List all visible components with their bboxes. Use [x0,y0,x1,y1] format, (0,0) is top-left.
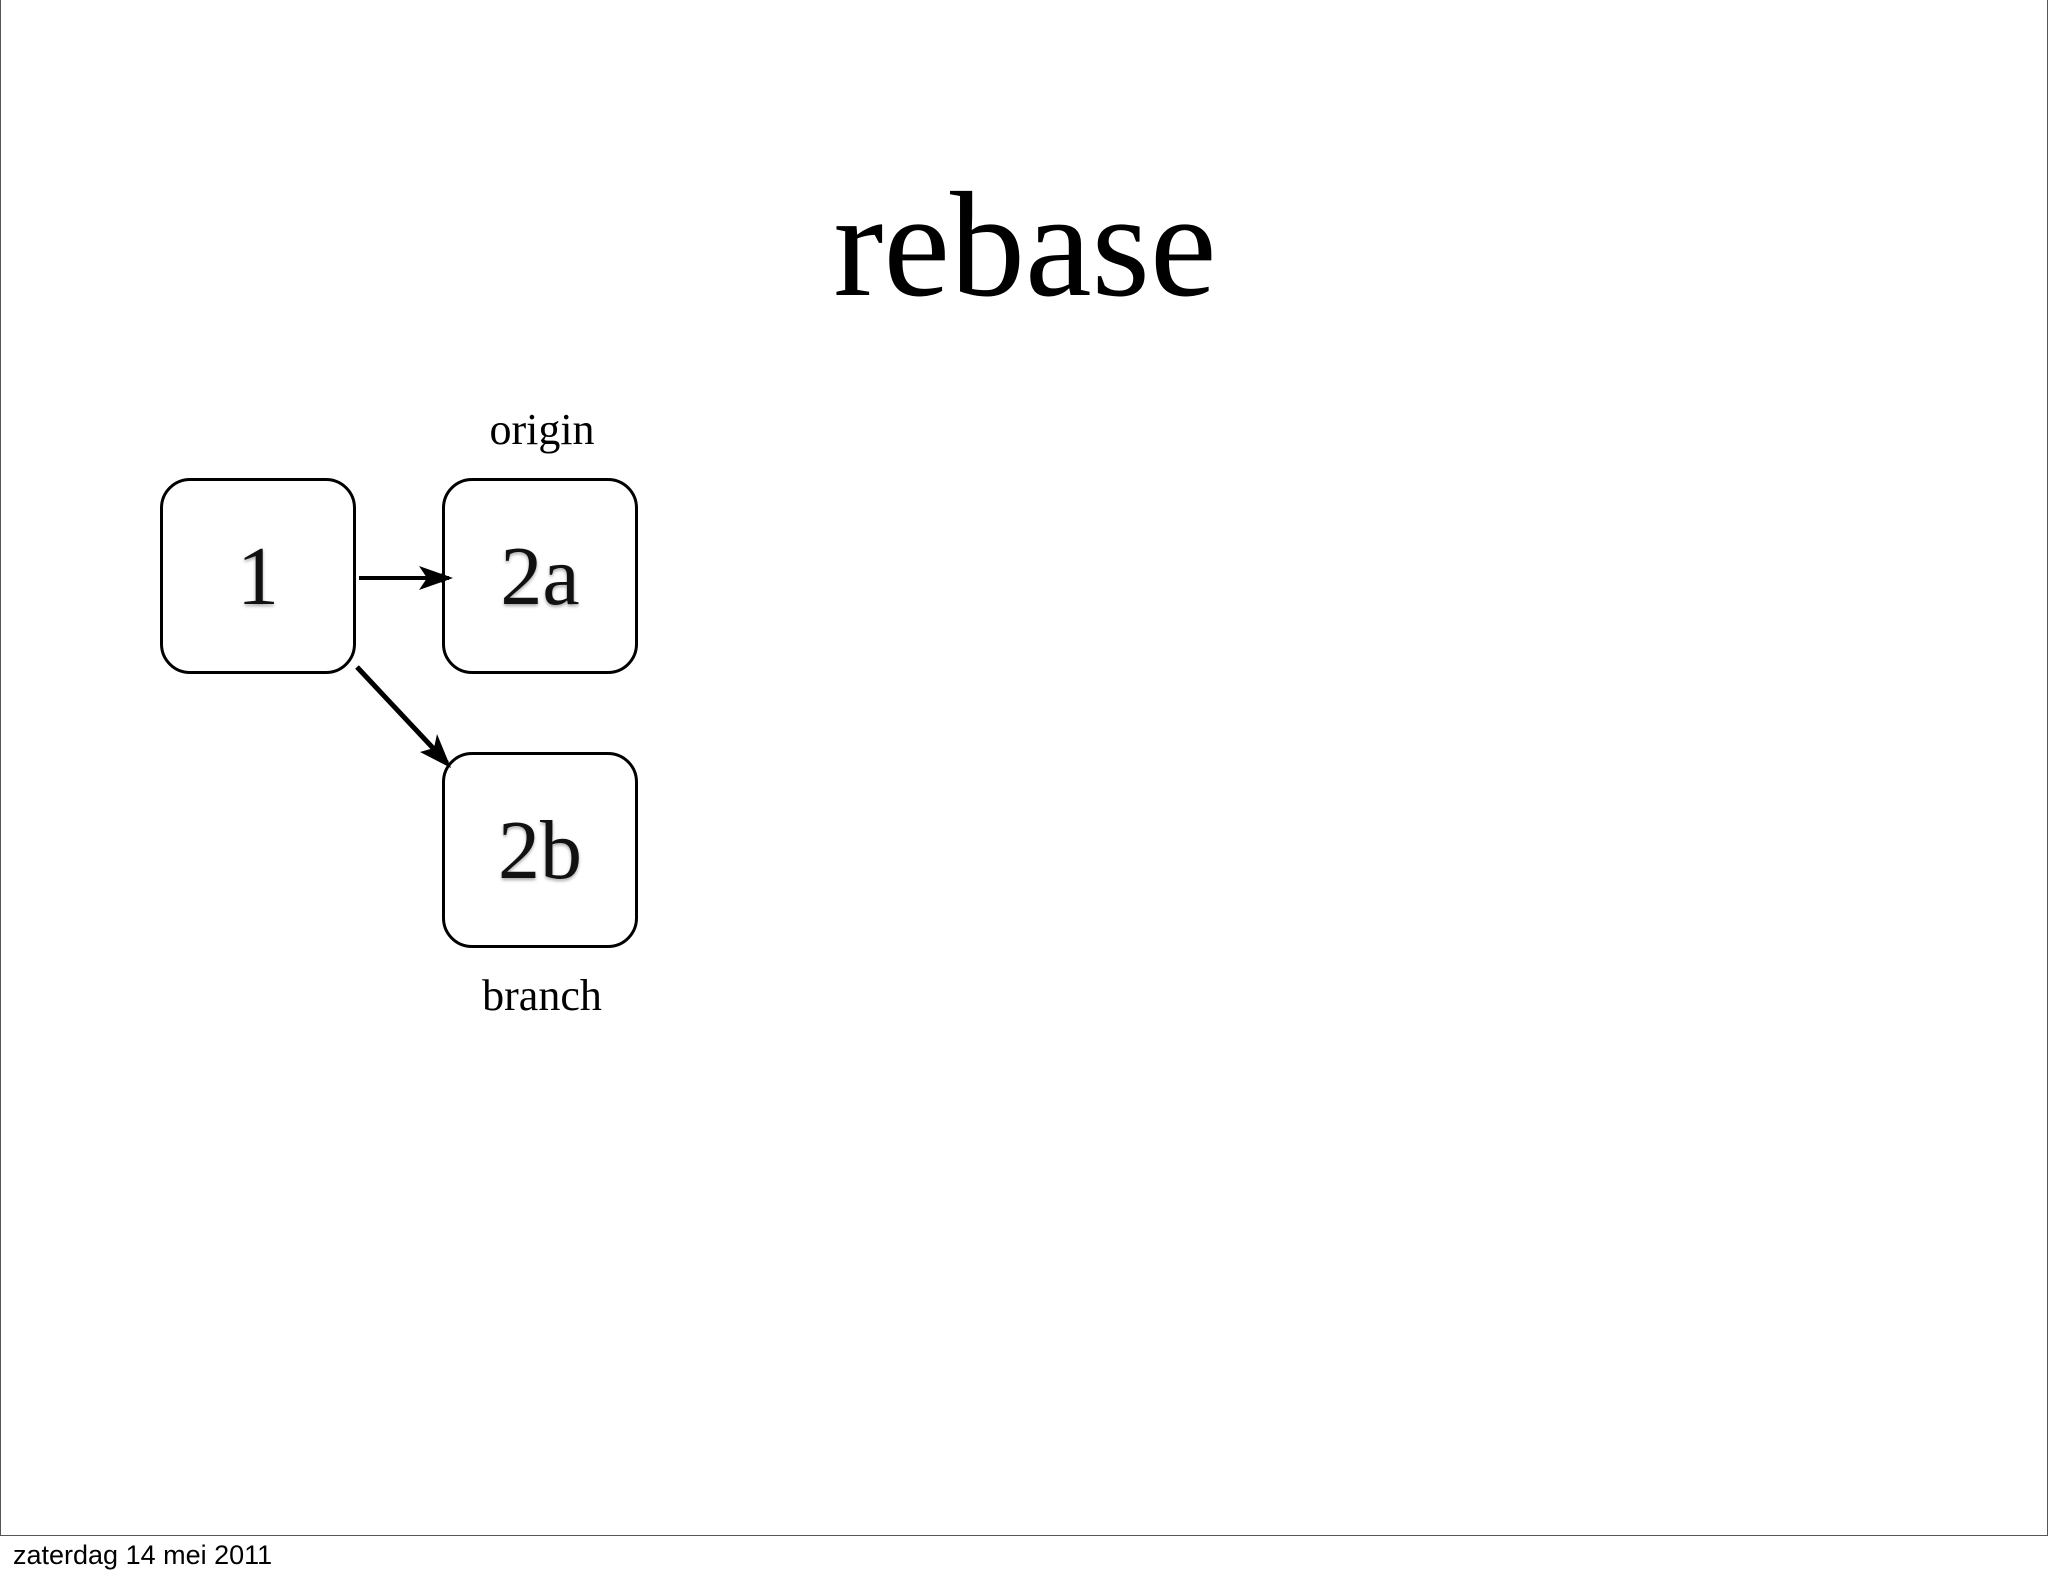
slide: rebase 1 origin 2a 2b branch [0,0,2048,1536]
node-label: 2b [498,803,582,897]
commit-node-2b: 2b [442,752,638,948]
node-label: 2a [500,529,580,623]
node-label: 1 [237,529,279,623]
edges [355,566,453,768]
node-caption-origin: origin [489,405,595,454]
arrowhead-2a [419,566,453,590]
slide-title: rebase [833,162,1217,328]
edge-1-to-2b [355,665,449,765]
footer-date: zaterdag 14 mei 2011 [13,1540,273,1570]
node-caption-branch: branch [482,971,602,1020]
commit-node-1: 1 [160,478,356,674]
commit-node-2a: 2a [442,478,638,674]
arrowhead-2b [420,734,451,768]
